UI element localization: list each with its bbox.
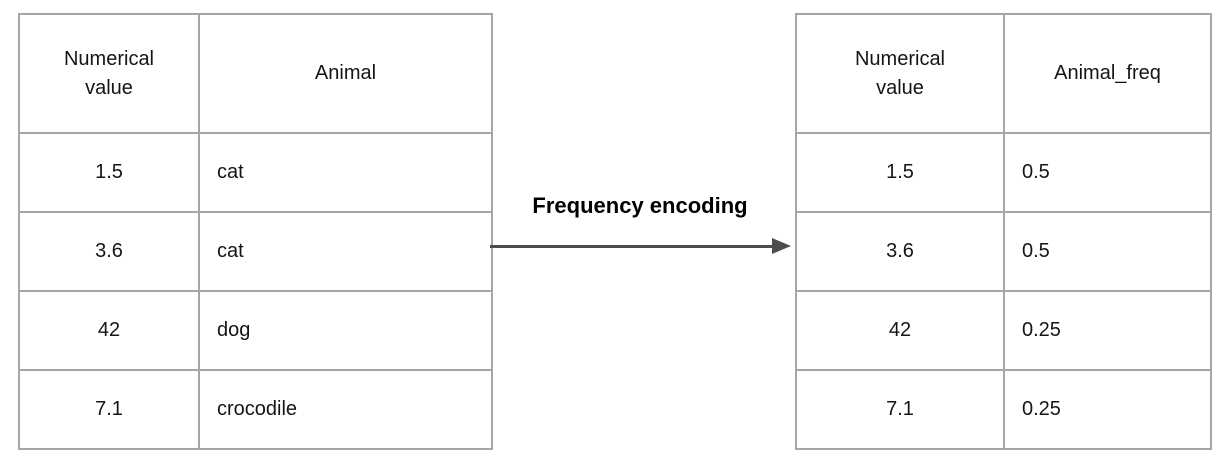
table-row: 1.5 cat <box>18 132 493 213</box>
encoded-table-header-row: Numerical value Animal_freq <box>795 13 1212 134</box>
animal-cell: cat <box>198 211 493 292</box>
numerical-value-cell: 3.6 <box>18 211 200 292</box>
numerical-value-cell: 1.5 <box>18 132 200 213</box>
numerical-value-cell: 1.5 <box>795 132 1005 213</box>
animal-freq-cell: 0.5 <box>1003 211 1212 292</box>
table-row: 1.5 0.5 <box>795 132 1212 213</box>
header-label: Numerical value <box>854 47 946 99</box>
source-table: Numerical value Animal 1.5 cat 3.6 cat 4… <box>18 13 493 450</box>
table-row: 3.6 0.5 <box>795 211 1212 292</box>
source-header-animal: Animal <box>198 13 493 134</box>
table-row: 3.6 cat <box>18 211 493 292</box>
animal-freq-cell: 0.25 <box>1003 369 1212 450</box>
header-label: Animal_freq <box>1054 62 1161 84</box>
numerical-value-cell: 7.1 <box>18 369 200 450</box>
encoded-header-animal-freq: Animal_freq <box>1003 13 1212 134</box>
table-row: 7.1 crocodile <box>18 369 493 450</box>
animal-cell: dog <box>198 290 493 371</box>
header-label: Animal <box>314 62 377 84</box>
animal-cell: crocodile <box>198 369 493 450</box>
source-table-header-row: Numerical value Animal <box>18 13 493 134</box>
numerical-value-cell: 42 <box>795 290 1005 371</box>
animal-freq-cell: 0.25 <box>1003 290 1212 371</box>
numerical-value-cell: 42 <box>18 290 200 371</box>
table-row: 7.1 0.25 <box>795 369 1212 450</box>
numerical-value-cell: 3.6 <box>795 211 1005 292</box>
frequency-encoding-label: Frequency encoding <box>532 193 748 218</box>
animal-freq-cell: 0.5 <box>1003 132 1212 213</box>
numerical-value-cell: 7.1 <box>795 369 1005 450</box>
source-header-numerical-value: Numerical value <box>18 13 200 134</box>
animal-cell: cat <box>198 132 493 213</box>
encoded-table: Numerical value Animal_freq 1.5 0.5 3.6 … <box>795 13 1212 450</box>
right-arrow-head-icon <box>772 238 791 254</box>
table-row: 42 0.25 <box>795 290 1212 371</box>
encoded-header-numerical-value: Numerical value <box>795 13 1005 134</box>
table-row: 42 dog <box>18 290 493 371</box>
header-label: Numerical value <box>63 47 155 99</box>
right-arrow-line <box>490 245 774 248</box>
